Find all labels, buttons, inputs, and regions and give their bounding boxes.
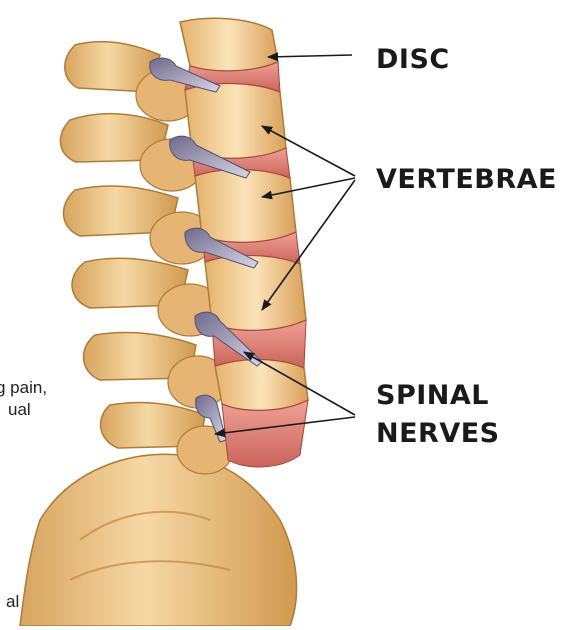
spinal-nerves-label-line1: SPINAL (376, 378, 489, 414)
disc-arrow (268, 55, 352, 57)
cutoff-text-line1: g pain, (0, 378, 47, 398)
spinal-nerves-label-line2: NERVES (376, 416, 500, 452)
sacrum (20, 454, 297, 626)
vertebrae-label: VERTEBRAE (376, 162, 557, 198)
cutoff-text-line3: al (6, 592, 19, 612)
disc-label: DISC (376, 42, 450, 78)
cutoff-text-line2: ual (8, 400, 31, 420)
